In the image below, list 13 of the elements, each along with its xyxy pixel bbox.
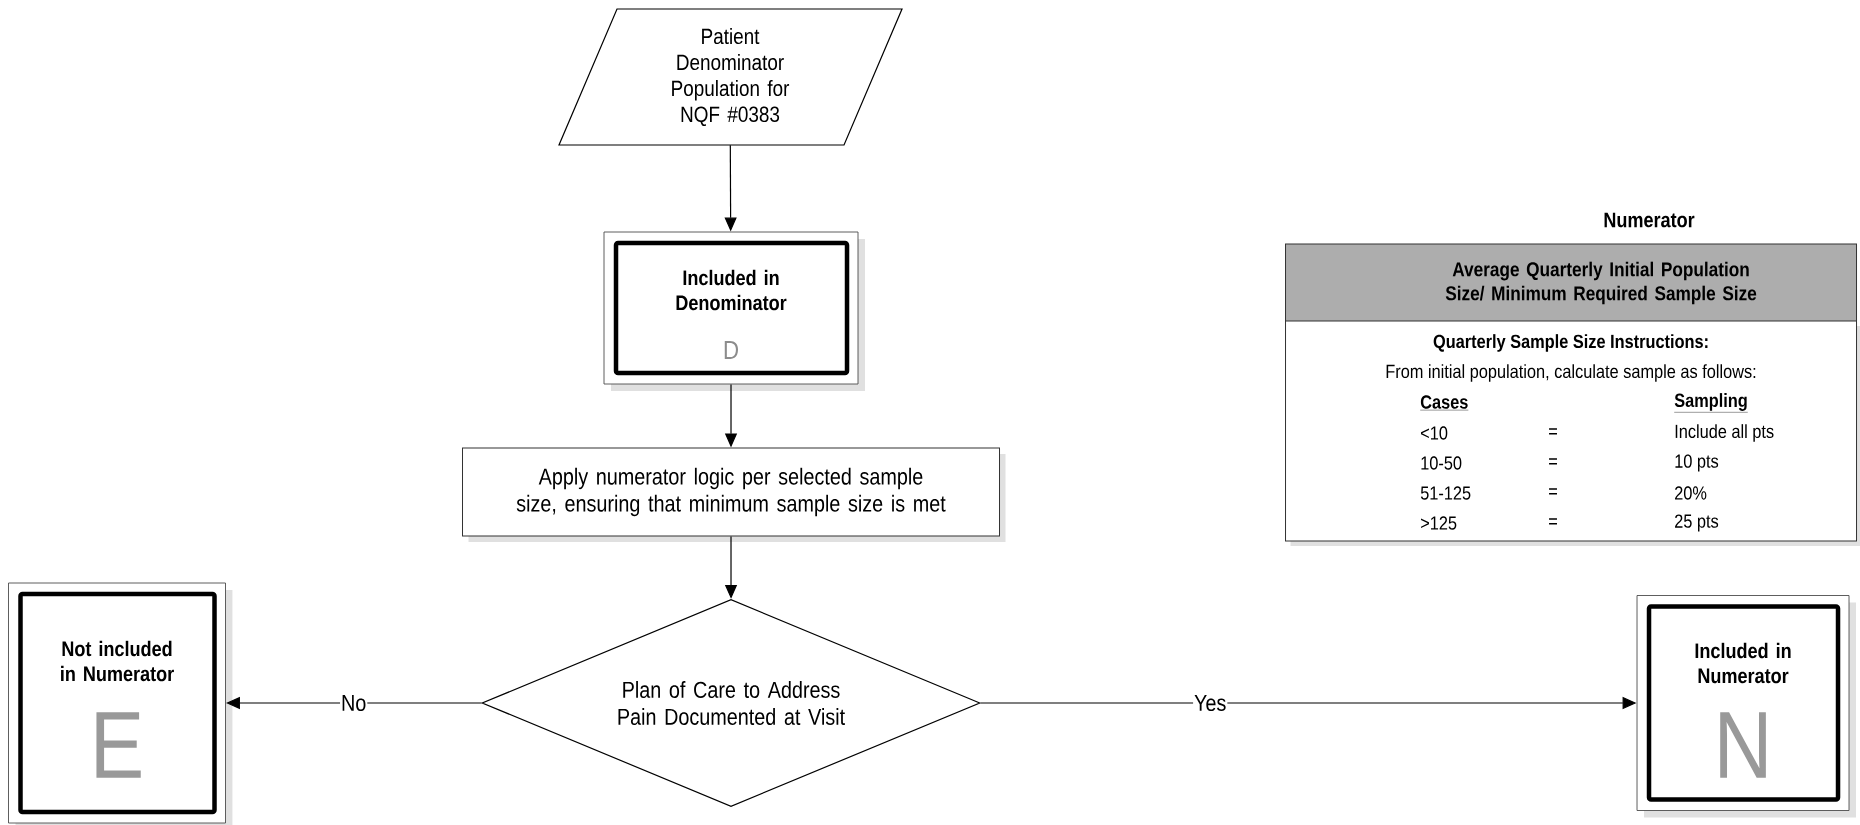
edge-label: No [340, 694, 368, 713]
table-header: Average Quarterly Initial Population Size/ Minimum Required Sample Size [1285, 243, 1857, 323]
large-letter: E [96, 712, 141, 778]
table-title: Numerator [1604, 212, 1695, 228]
table-body: Quarterly Sample Size Instructions: From initial population, calculate sample as follows: Cases Sampling <10 = Include all pts 10-50 = 10 pts 51-125 = 20% >125 = 25 pts [1285, 320, 1860, 546]
outcome-box: Included in Denominator D [603, 231, 865, 391]
large-letter: D [724, 341, 738, 359]
process-box: Apply numerator logic per selected sample size, ensuring that minimum sample size is met [462, 447, 1006, 542]
large-letter: N [1720, 712, 1766, 778]
outcome-box: Not included in Numerator E [8, 582, 233, 825]
outcome-box: Included in Numerator N [1636, 595, 1856, 818]
input-parallelogram: Patient Denominator Population for NQF #0383 [558, 8, 903, 146]
edge-label: Yes [1193, 694, 1228, 713]
